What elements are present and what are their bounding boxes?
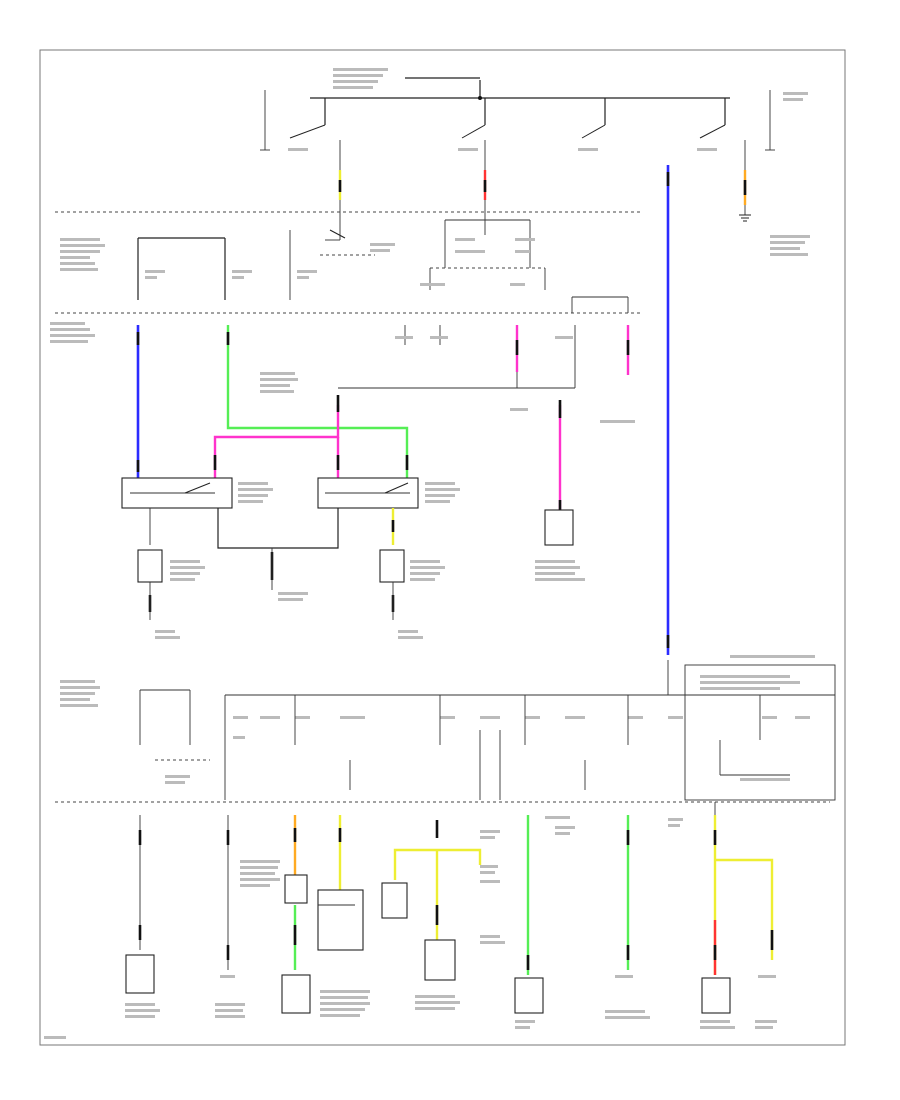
diagram-frame bbox=[39, 49, 846, 1046]
power-relay-left bbox=[60, 680, 210, 784]
control-module-right bbox=[544, 509, 574, 546]
power-window-motor-left bbox=[137, 549, 163, 583]
rear-window-motor bbox=[125, 954, 155, 994]
underhood-fuse-box-upper bbox=[60, 230, 317, 300]
starter-cut-relay bbox=[320, 229, 395, 256]
ground-symbol bbox=[739, 214, 751, 222]
fan-motor bbox=[514, 977, 544, 1014]
pink-wire-left bbox=[213, 405, 340, 478]
right-end-module bbox=[701, 977, 731, 1014]
module-center-large bbox=[424, 939, 456, 981]
window-switch-right bbox=[317, 477, 460, 509]
relay-box-center-left bbox=[284, 874, 308, 904]
underdash-fuse-box bbox=[224, 655, 836, 801]
module-center-small bbox=[381, 882, 408, 919]
power-window-motor-right bbox=[379, 549, 405, 583]
ignition-label-marks bbox=[288, 68, 808, 151]
horn-module bbox=[281, 974, 311, 1014]
fuse-relay-center bbox=[420, 219, 546, 290]
green-wire bbox=[226, 325, 409, 478]
audio-unit bbox=[317, 889, 364, 951]
ignition-switch bbox=[260, 77, 775, 151]
window-switch-left bbox=[121, 477, 273, 509]
